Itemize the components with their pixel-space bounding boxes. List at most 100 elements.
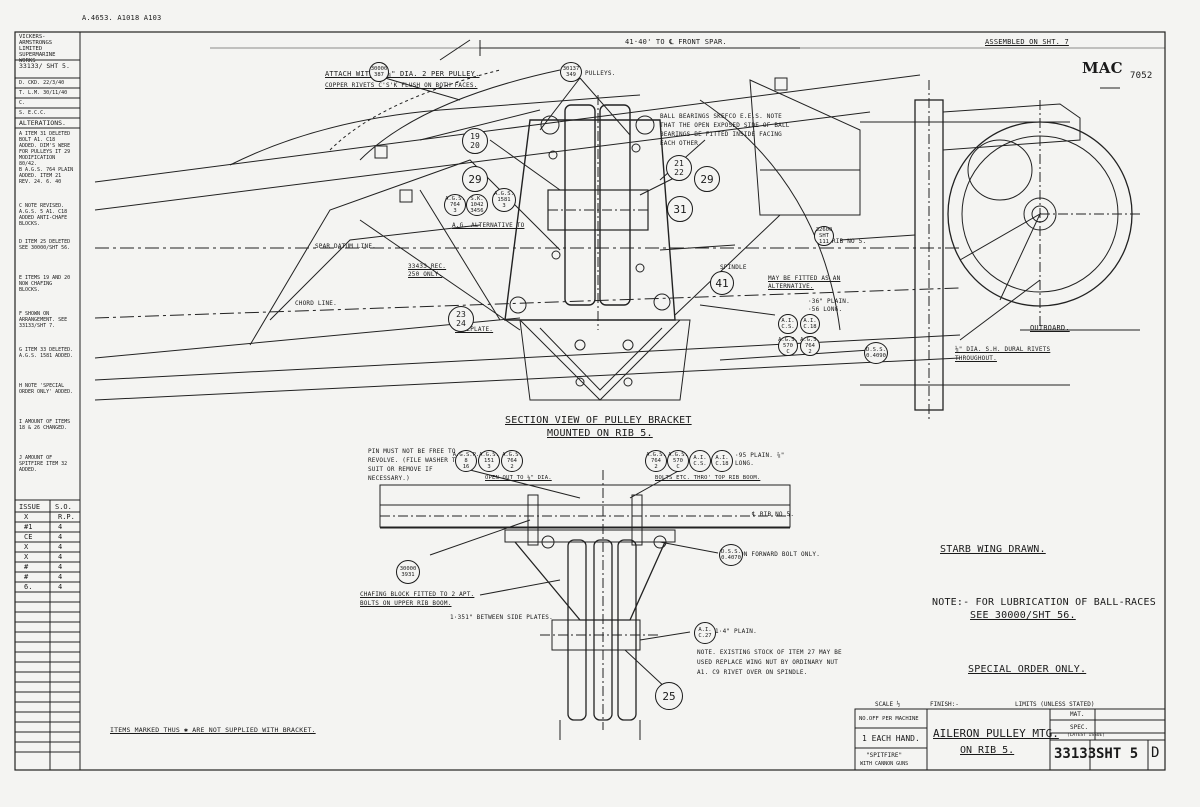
bolts-note: BOLTS ETC. THRO' TOP RIB BOOM.: [655, 475, 761, 481]
alteration-item: A ITEM 31 DELETED BOLT A1. C18 ADDED. DI…: [19, 131, 71, 167]
ref-bubble: A.G.S. 764 3: [444, 194, 466, 216]
ref-bubble: D.S.S. 0.4070: [719, 544, 743, 566]
rib-no-bottom: ℄ RIB NO 5.: [752, 511, 795, 518]
alteration-item: I AMOUNT OF ITEMS 18 & 26 CHANGED.: [19, 419, 71, 431]
no-off-label: NO.OFF PER MACHINE: [859, 716, 919, 722]
drawing-title: AILERON PULLEY MTG.: [933, 727, 1059, 740]
rib-no-top: RIB NO 5.: [832, 238, 867, 245]
ref-bubble: 30137 349: [560, 62, 582, 82]
special-order-note: SPECIAL ORDER ONLY.: [968, 664, 1087, 675]
mat-label: MAT.: [1070, 711, 1085, 718]
ref-bubble: A.I. C.27: [694, 622, 716, 644]
limits-label: LIMITS (UNLESS STATED): [1015, 701, 1095, 708]
issue-cell: X: [24, 543, 29, 551]
existing-stock-note: NOTE. EXISTING STOCK OF ITEM 27 MAY BE U…: [697, 649, 842, 676]
revision-letter: D: [1151, 745, 1160, 761]
lubrication-note: NOTE:- FOR LUBRICATION OF BALL-RACES: [932, 597, 1156, 608]
ref-bubble: 30000 387: [369, 62, 389, 82]
issue-cell: #: [24, 563, 29, 571]
so-cell: 4: [58, 573, 63, 581]
section-title: SECTION VIEW OF PULLEY BRACKET: [505, 415, 692, 426]
chord-line: [94, 287, 961, 319]
starb-wing-note: STARB WING DRAWN.: [940, 544, 1046, 555]
ref-bubble: A.G.S. 151 3: [478, 450, 500, 472]
item-number: 29: [462, 166, 488, 192]
pin-note: PIN MUST NOT BE FREE TO REVOLVE. (FILE W…: [368, 448, 460, 482]
so-cell: 4: [58, 523, 63, 531]
copper-note: COPPER RIVETS C'S'K FLUSH ON BOTH FACES.: [325, 82, 478, 89]
bearing-note: BALL BEARINGS SKEFCO E.E.S. NOTE THAT TH…: [660, 113, 790, 147]
issue-cell: #: [24, 573, 29, 581]
chord-label: CHORD LINE.: [295, 300, 337, 307]
so-cell: 4: [58, 583, 63, 591]
pulley-wheel-2: [599, 104, 631, 306]
outer-border: [14, 31, 1166, 771]
sheet-number: SHT 5: [1096, 746, 1139, 762]
front-spar-dimension: 41·40' TO ℄ FRONT SPAR.: [625, 38, 727, 46]
ref-bubble: A.G.S. 764 2: [501, 450, 523, 472]
issue-cell: CE: [24, 533, 33, 541]
checked-by: D. CKD. 22/3/40: [19, 80, 65, 86]
ref-bubble: A.G.S.P. 8 16: [452, 450, 480, 472]
items-marked-note: ITEMS MARKED THUS ✱ ARE NOT SUPPLIED WIT…: [110, 726, 316, 734]
scale-label: SCALE ½: [875, 701, 901, 708]
so-header: S.O.: [55, 503, 72, 511]
issue-header: ISSUE: [19, 503, 41, 511]
ref-bubble: 30000 3931: [396, 560, 420, 584]
item-number: 21 22: [666, 155, 692, 181]
plain-note-3: 1·4" PLAIN.: [715, 628, 757, 635]
ref-bubble: A.G.S. 764 2: [800, 336, 820, 356]
ref-bubble: A.I. C.18: [800, 314, 820, 334]
pulleys-label: PULLEYS.: [585, 70, 616, 77]
issue-cell: X: [24, 513, 29, 521]
cannon-label: WITH CANNON GUNS: [860, 761, 909, 767]
lubrication-ref: SEE 30000/SHT 56.: [970, 610, 1076, 621]
ref-bubble: A.I. C.S.: [778, 314, 798, 334]
drawing-subtitle: ON RIB 5.: [960, 745, 1015, 756]
so-cell: 4: [58, 533, 63, 541]
plain-note-2: ·95 PLAIN. ⅞" LONG.: [735, 452, 785, 467]
plain-note: ·36" PLAIN. ·56 LONG.: [808, 298, 850, 313]
ref-bubble: A.I. C.18: [711, 450, 733, 472]
alterations-title: ALTERATIONS.: [19, 119, 66, 127]
so-cell: 4: [58, 563, 63, 571]
between-plates-note: 1·351" BETWEEN SIDE PLATES.: [450, 614, 553, 621]
issue-cell: #1: [24, 523, 33, 531]
ref-bubble: A.G.S. 1581 3: [492, 188, 516, 212]
item-number: 23 24: [448, 306, 474, 332]
item-number: 41: [710, 271, 734, 295]
spec-label: SPEC.: [1070, 724, 1089, 731]
alteration-item: H NOTE 'SPECIAL ORDER ONLY' ADDED.: [19, 383, 74, 395]
alteration-item: G ITEM 33 DELETED. A.G.S. 1581 ADDED.: [19, 347, 74, 359]
finish-label: FINISH:-: [930, 701, 959, 708]
alteration-item: C NOTE REVISED. A.G.S. 5 A1. C18 ADDED A…: [19, 203, 68, 227]
dural-note: ⅛" DIA. S.H. DURAL RIVETS THROUGHOUT.: [955, 346, 1051, 362]
mac-number: 7052: [1130, 71, 1153, 81]
so-cell: 4: [58, 543, 63, 551]
pulley-wheel-1: [564, 104, 596, 306]
open-out-note: OPEN OUT TO ⅛" DIA.: [485, 475, 552, 481]
alteration-item: F SHOWN ON ARRANGEMENT. SEE 33133/SHT 7.: [19, 311, 68, 329]
ref-bubble: A.G.S. 764 2: [645, 450, 667, 472]
ref-bubble: A.G.S. 570 C: [778, 336, 798, 356]
rec-note: 33433 REC. 250 ONLY.: [408, 263, 447, 278]
item-number: 31: [667, 196, 693, 222]
assembled-note: ASSEMBLED ON SHT. 7: [985, 38, 1069, 46]
each-hand-label: 1 EACH HAND.: [862, 734, 920, 743]
alteration-item: J AMOUNT OF SPITFIRE ITEM 32 ADDED.: [19, 455, 68, 473]
issue-cell: 6.: [24, 583, 33, 591]
latest-issue-label: (LATEST ISSUE): [1067, 733, 1105, 738]
spitfire-label: "SPITFIRE": [866, 752, 903, 759]
company-name: VICKERS-ARMSTRONGS LIMITED SUPERMARINE W…: [19, 34, 56, 64]
outboard-label: OUTBOARD.: [1030, 324, 1070, 332]
item-number: 29: [694, 166, 720, 192]
attach-note: ATTACH WITH 3-⅛" DIA. 2 PER PULLEY.: [325, 70, 480, 78]
bracket-side-view: [514, 541, 666, 621]
rib-top-line: [94, 74, 921, 183]
side-c: C.: [19, 100, 26, 106]
alteration-item: E ITEMS 19 AND 20 NOW CHAFING BLOCKS.: [19, 275, 71, 293]
may-fit-note: MAY BE FITTED AS AN ALTERNATIVE.: [768, 275, 841, 290]
issue-cell: X: [24, 553, 29, 561]
spar-datum-label: SPAR DATUM LINE.: [315, 243, 376, 250]
